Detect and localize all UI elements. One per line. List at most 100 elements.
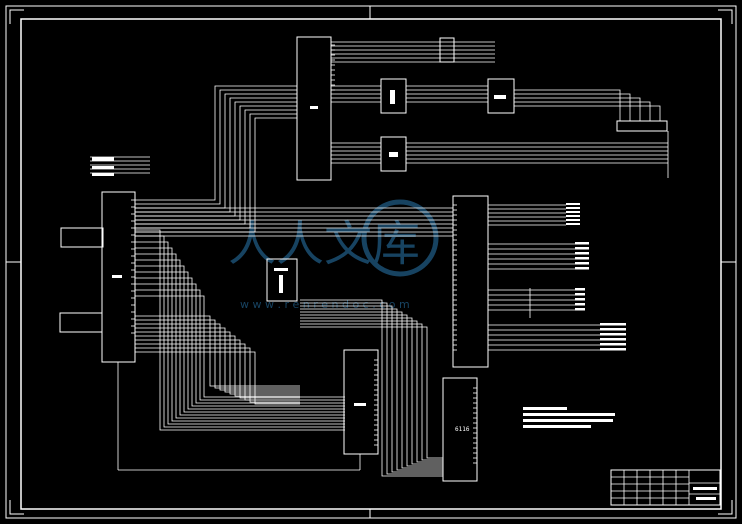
left-bus-wire xyxy=(135,101,297,217)
output-label xyxy=(575,267,589,270)
ctrl-wire xyxy=(135,351,300,405)
address-wire xyxy=(135,283,345,404)
ctrl-wire xyxy=(135,339,300,399)
output-label xyxy=(566,207,580,209)
mem-wire xyxy=(300,320,443,463)
left-bus-wire xyxy=(135,85,297,201)
drawing-frame xyxy=(5,5,737,519)
output-label xyxy=(600,338,626,341)
note-line xyxy=(523,407,567,410)
left-bus-wire xyxy=(135,93,297,209)
note-line xyxy=(523,419,613,422)
right-tall-chip xyxy=(452,195,489,368)
output-label xyxy=(600,343,626,346)
bottom-center-chip xyxy=(343,349,379,455)
output-label xyxy=(575,293,585,296)
mem-wire xyxy=(300,311,443,469)
lower-mid-block xyxy=(380,136,407,172)
output-label xyxy=(600,348,626,351)
connector-wire xyxy=(514,97,641,121)
left-bus-wire xyxy=(135,109,297,225)
mem-wire xyxy=(300,299,443,477)
ctrl-wire xyxy=(135,331,300,395)
output-label xyxy=(566,215,580,217)
output-label xyxy=(566,203,580,205)
output-label xyxy=(575,247,589,250)
output-label xyxy=(600,333,626,336)
ctrl-wire xyxy=(135,319,300,389)
mem-wire xyxy=(300,323,443,461)
right-upper-block xyxy=(487,78,515,114)
chip-label xyxy=(310,106,318,109)
top-right-connector xyxy=(616,120,668,132)
address-wire xyxy=(135,241,345,425)
connector-wire xyxy=(514,105,661,121)
left-bus-wire xyxy=(135,117,297,233)
output-label xyxy=(575,257,589,260)
oscillator-box-top xyxy=(60,227,104,248)
address-wire xyxy=(135,295,345,398)
ctrl-wire xyxy=(135,335,300,397)
output-label xyxy=(575,252,589,255)
title-label xyxy=(696,497,716,500)
chip-label xyxy=(274,268,288,271)
left-bus-wire xyxy=(135,89,297,205)
output-label xyxy=(566,223,580,225)
note-line xyxy=(523,425,591,428)
address-wire xyxy=(135,229,345,431)
mem-wire xyxy=(300,305,443,473)
output-label xyxy=(575,242,589,245)
mem-wire xyxy=(300,314,443,467)
left-bus-wire xyxy=(135,97,297,213)
mem-wire xyxy=(300,317,443,465)
ctrl-wire xyxy=(135,347,300,403)
connector-wire xyxy=(514,101,651,121)
address-wire xyxy=(135,259,345,416)
chip-label xyxy=(389,152,398,157)
ctrl-wire xyxy=(135,323,300,391)
output-label xyxy=(600,328,626,331)
input-label xyxy=(92,173,114,176)
input-label xyxy=(92,157,114,161)
watermark: 人人文库 w w w . r e n r e n d o c . c o m xyxy=(228,199,439,311)
connector-wire xyxy=(514,93,631,121)
title-block xyxy=(610,469,721,506)
address-wire xyxy=(135,247,345,422)
oscillator-box-bottom xyxy=(59,312,103,333)
chip-label xyxy=(112,275,122,278)
title-label xyxy=(693,487,717,490)
chip-label xyxy=(279,275,283,293)
watermark-glyphs: 人人文库 xyxy=(228,216,420,272)
note-line xyxy=(523,413,615,416)
memory-chip-6116 xyxy=(442,377,478,482)
ctrl-wire xyxy=(135,327,300,393)
upper-mid-block xyxy=(380,78,407,114)
output-label xyxy=(575,308,585,311)
mem-wire xyxy=(300,308,443,471)
chip-label xyxy=(354,403,366,406)
ctrl-wire xyxy=(135,343,300,401)
address-wire xyxy=(135,271,345,410)
chip-label xyxy=(390,90,395,104)
title-block-frame xyxy=(610,469,721,506)
input-label xyxy=(92,166,114,169)
top-connector-block xyxy=(296,36,332,181)
output-label xyxy=(575,303,585,306)
chip-label-6116: 6116 xyxy=(455,426,470,433)
output-label xyxy=(566,219,580,221)
output-label xyxy=(575,298,585,301)
left-bus-wire xyxy=(135,105,297,221)
output-label xyxy=(575,288,585,291)
output-label xyxy=(566,211,580,213)
output-label xyxy=(600,323,626,326)
components xyxy=(59,36,668,482)
address-wire xyxy=(135,265,345,413)
output-label xyxy=(575,262,589,265)
center-small-chip xyxy=(266,258,298,302)
address-wire xyxy=(135,277,345,407)
connector-wire xyxy=(514,89,621,121)
left-bus-wire xyxy=(135,113,297,229)
mem-wire xyxy=(300,326,443,459)
chip-label xyxy=(494,95,506,99)
